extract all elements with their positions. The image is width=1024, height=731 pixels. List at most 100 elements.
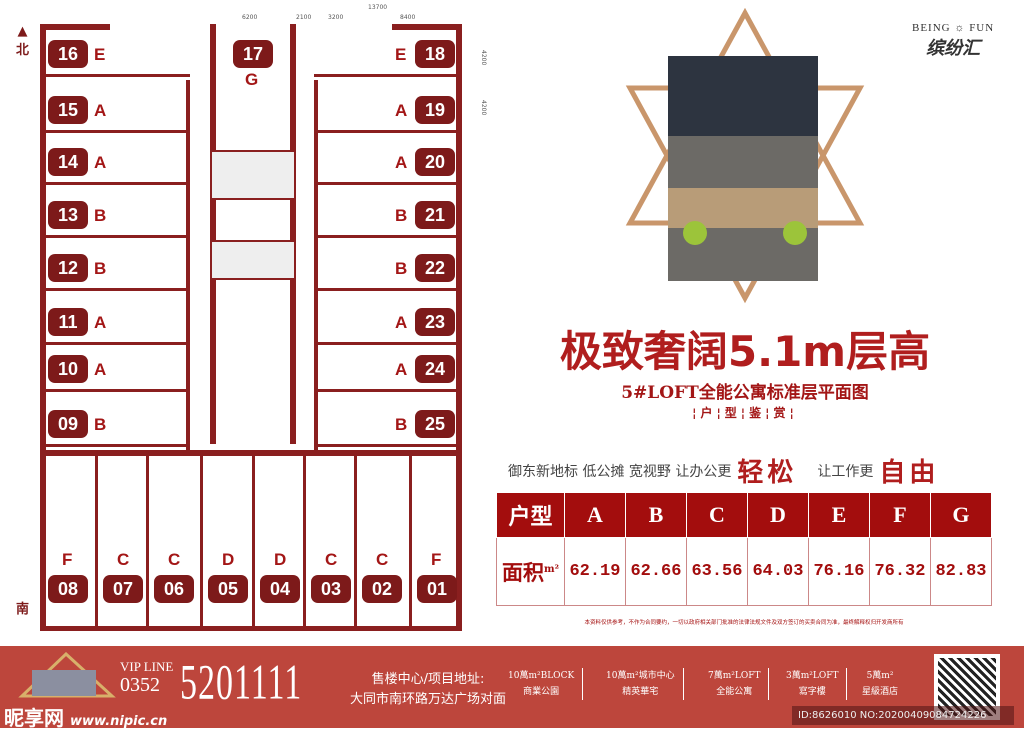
unit-number-badge: 15 xyxy=(48,96,88,124)
unit-number-badge: 02 xyxy=(362,575,402,603)
unit-type-label: C xyxy=(376,550,389,569)
unit-number-badge: 25 xyxy=(415,410,455,438)
unit-number-badge: 12 xyxy=(48,254,88,282)
unit-type-label: C xyxy=(325,550,338,569)
dim-label: 4200 xyxy=(480,100,487,116)
feature-size: 3萬m²LOFT xyxy=(786,671,839,681)
unit-number-badge: 06 xyxy=(154,575,194,603)
unit-number-badge: 14 xyxy=(48,148,88,176)
unit-type-label: B xyxy=(395,415,408,434)
type-d: D xyxy=(746,492,809,538)
image-id: ID:8626010 NO:20200409084724226 xyxy=(792,706,1014,725)
subtitle: 5#LOFT全能公寓标准层平面图 xyxy=(621,383,869,403)
unit-type-label: C xyxy=(168,550,181,569)
feature-label: 寫字樓 xyxy=(798,687,826,697)
unit-number-badge: 22 xyxy=(415,254,455,282)
feature-size: 5萬m² xyxy=(866,671,894,681)
unit-type-label: E xyxy=(395,45,407,64)
unit-number-badge: 04 xyxy=(260,575,300,603)
feature-label: 商業公園 xyxy=(523,687,560,697)
feature-size: 10萬m²BLOCK xyxy=(508,671,575,681)
unit-type-label: B xyxy=(94,206,107,225)
unit-type-label: A xyxy=(94,101,107,120)
unit-type-label: B xyxy=(94,415,107,434)
unit-number-badge: 20 xyxy=(415,148,455,176)
floor-plan: 6200 2100 3200 13700 8400 4200 4200 ▲北 南… xyxy=(0,0,496,640)
type-header: 户型 xyxy=(496,492,565,538)
area-b: 62.66 xyxy=(624,537,687,606)
feature-label: 全能公寓 xyxy=(716,687,753,697)
unit-number-badge: 17 xyxy=(233,40,273,68)
unit-type-label: G xyxy=(245,70,259,89)
unit-number-badge: 09 xyxy=(48,410,88,438)
area-g: 82.83 xyxy=(929,537,993,606)
address: 售楼中心/项目地址:大同市南环路万达广场对面 xyxy=(349,672,506,707)
dim-label: 8400 xyxy=(400,14,416,21)
unit-number-badge: 23 xyxy=(415,308,455,336)
unit-type-label: B xyxy=(94,259,107,278)
project-thumbnail xyxy=(18,652,116,698)
area-a: 62.19 xyxy=(563,537,626,606)
unit-number-badge: 01 xyxy=(417,575,457,603)
unit-number-badge: 21 xyxy=(415,201,455,229)
dim-label: 6200 xyxy=(242,14,258,21)
unit-type-label: A xyxy=(395,313,408,332)
unit-number-badge: 24 xyxy=(415,355,455,383)
feature-size: 7萬m²LOFT xyxy=(708,671,761,681)
dim-label: 13700 xyxy=(368,4,388,11)
slogan-text: 御东新地标 低公摊 宽视野 让办公更 xyxy=(508,463,732,480)
feature-label: 精英華宅 xyxy=(622,687,659,697)
phone-number[interactable]: 5201111 xyxy=(180,656,303,711)
unit-type-label: C xyxy=(117,550,130,569)
unit-type-label: D xyxy=(222,550,235,569)
unit-type-label: A xyxy=(395,360,408,379)
unit-type-label: F xyxy=(431,550,442,569)
feature-item: 10萬m²BLOCK 商業公園 xyxy=(500,668,584,700)
area-c: 63.56 xyxy=(685,537,748,606)
unit-type-label: F xyxy=(62,550,73,569)
feature-item: 10萬m²城市中心精英華宅 xyxy=(598,668,684,700)
feature-label: 星級酒店 xyxy=(862,687,899,697)
unit-type-label: A xyxy=(94,313,107,332)
area-d: 64.03 xyxy=(746,537,809,606)
type-e: E xyxy=(807,492,870,538)
unit-number-badge: 07 xyxy=(103,575,143,603)
feature-item: 3萬m²LOFT 寫字樓 xyxy=(778,668,848,700)
unit-type-label: E xyxy=(94,45,106,64)
type-g: G xyxy=(929,492,993,538)
unit-number-badge: 11 xyxy=(48,308,88,336)
unit-number-badge: 16 xyxy=(48,40,88,68)
north-indicator: ▲北 xyxy=(16,24,30,58)
unit-type-label: A xyxy=(94,360,107,379)
slogan: 御东新地标 低公摊 宽视野 让办公更 轻松 让工作更 自由 xyxy=(508,452,998,489)
dim-label: 4200 xyxy=(480,50,487,66)
unit-number-badge: 08 xyxy=(48,575,88,603)
type-a: A xyxy=(563,492,626,538)
unit-type-label: D xyxy=(274,550,287,569)
hero-illustration xyxy=(625,8,865,304)
area-header: 面积m² xyxy=(496,537,565,606)
dim-label: 2100 xyxy=(296,14,312,21)
dim-label: 3200 xyxy=(328,14,344,21)
unit-type-label: B xyxy=(395,259,408,278)
slogan-emphasis: 轻松 xyxy=(737,458,798,488)
type-c: C xyxy=(685,492,748,538)
feature-item: 7萬m²LOFT 全能公寓 xyxy=(700,668,770,700)
unit-type-label: A xyxy=(395,101,408,120)
unit-number-badge: 18 xyxy=(415,40,455,68)
area-e: 76.16 xyxy=(807,537,870,606)
feature-item: 5萬m² 星級酒店 xyxy=(854,668,906,700)
unit-number-badge: 03 xyxy=(311,575,351,603)
unit-number-badge: 05 xyxy=(208,575,248,603)
unit-number-badge: 13 xyxy=(48,201,88,229)
unit-type-label: A xyxy=(395,153,408,172)
type-b: B xyxy=(624,492,687,538)
area-f: 76.32 xyxy=(868,537,931,606)
slogan-emphasis: 自由 xyxy=(879,458,940,488)
unit-type-label: A xyxy=(94,153,107,172)
unit-number-badge: 10 xyxy=(48,355,88,383)
unit-number-badge: 19 xyxy=(415,96,455,124)
